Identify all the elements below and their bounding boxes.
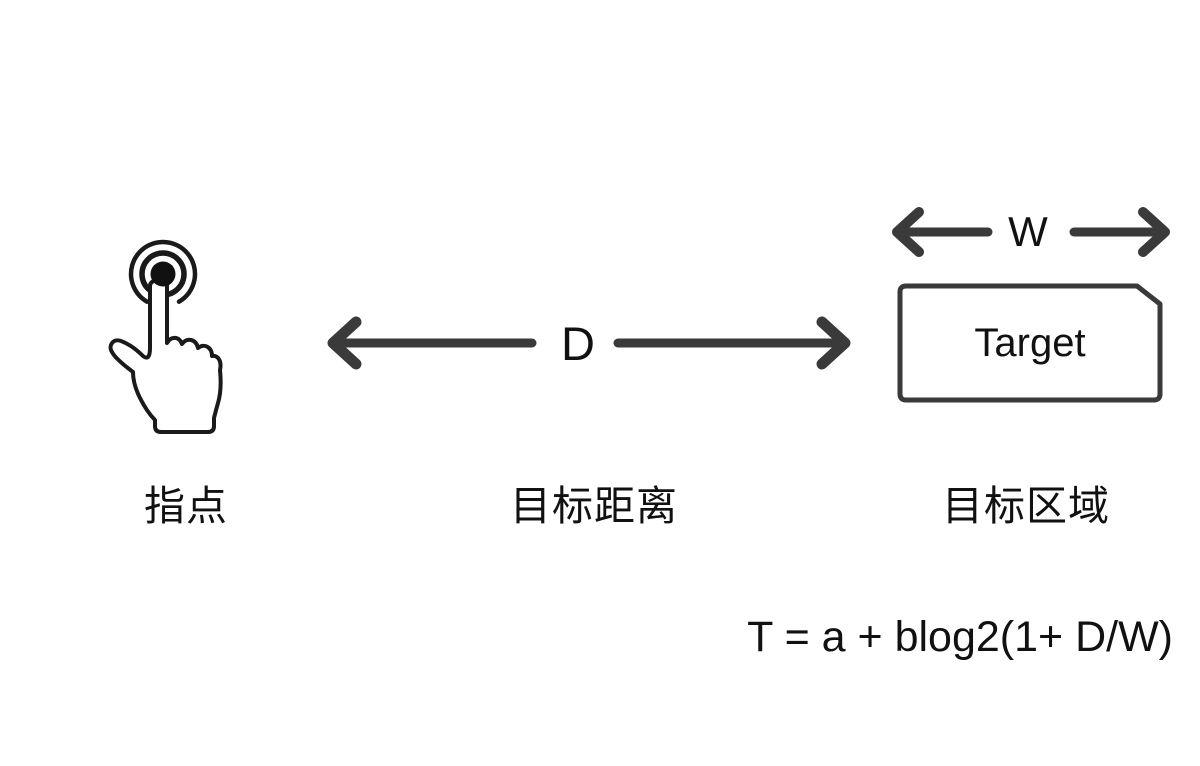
tap-gesture-icon [108,239,223,434]
target-box [897,283,1163,403]
distance-arrowhead-left [327,316,362,370]
target-box-shape [897,283,1163,403]
width-arrow-left [892,207,993,257]
target-box-label: Target [974,320,1086,365]
tap-ripple-outer-arc [128,239,198,304]
distance-arrow-left [327,316,537,370]
distance-symbol: D [561,317,595,370]
distance-arrowhead-right [816,316,851,370]
width-symbol: W [1008,208,1048,255]
width-arrowhead-right [1138,207,1170,257]
pointer-label: 指点 [144,483,228,529]
width-arrow-right [1069,207,1170,257]
distance-arrow-right [613,316,851,370]
hand-outline [108,278,223,434]
fitts-law-formula: T = a + blog2(1+ D/W) [747,613,1173,661]
width-arrowhead-left [892,207,924,257]
target-area-label: 目标区域 [942,483,1110,529]
distance-label: 目标距离 [510,483,678,529]
tap-contact-dot [150,261,176,287]
